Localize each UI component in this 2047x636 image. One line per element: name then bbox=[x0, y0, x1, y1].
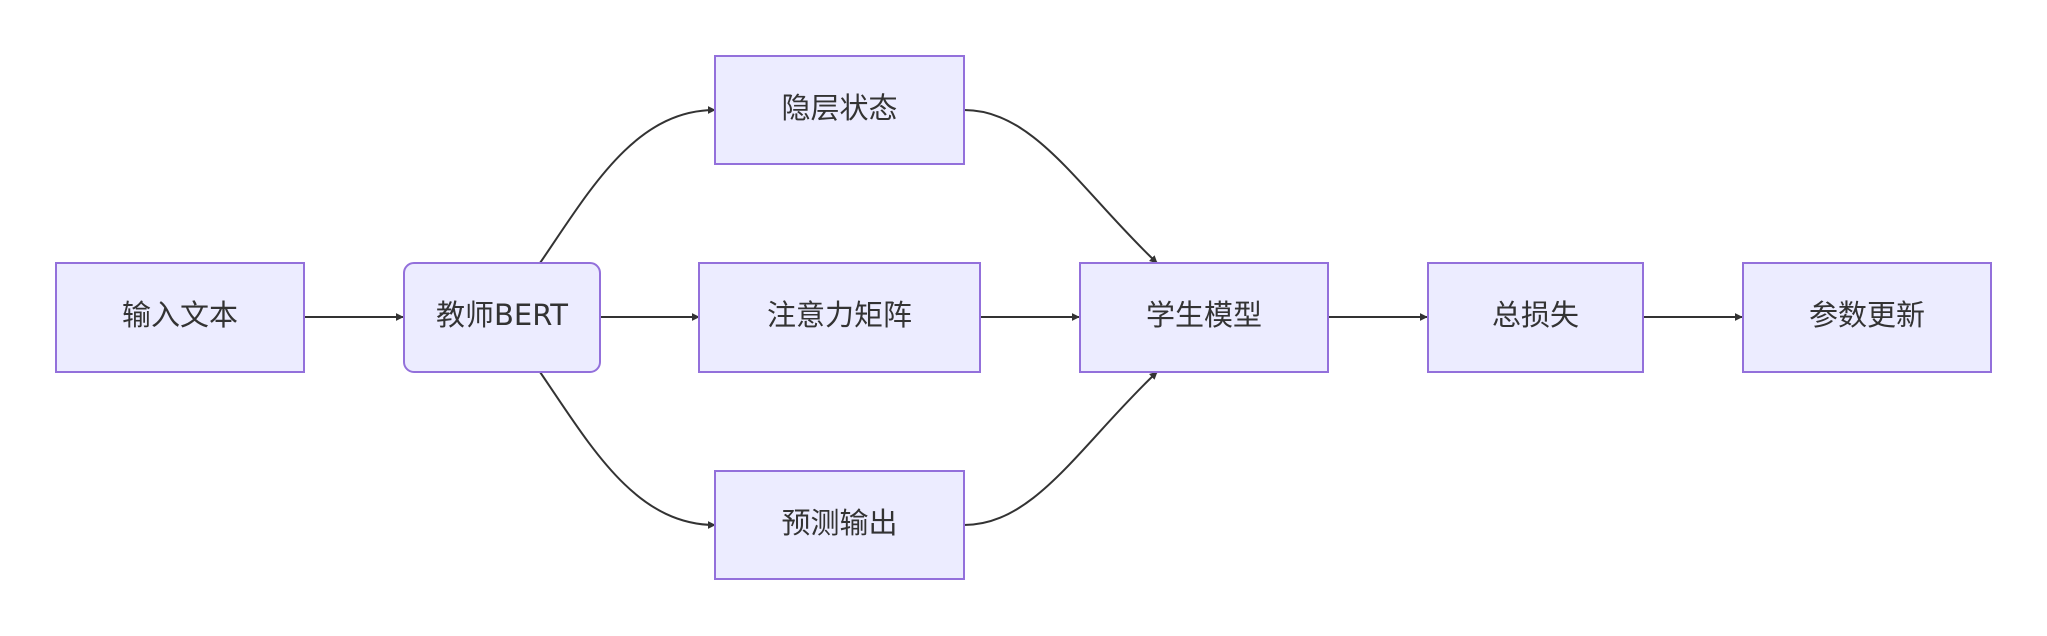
node-label: 参数更新 bbox=[1809, 298, 1925, 332]
edges-layer bbox=[304, 106, 1743, 529]
edge-teacher-hidden bbox=[539, 106, 716, 264]
node-label: 教师BERT bbox=[436, 298, 568, 332]
node-label: 隐层状态 bbox=[781, 91, 897, 125]
node-parameter-update: 参数更新 bbox=[1742, 262, 1992, 373]
node-teacher-bert: 教师BERT bbox=[403, 262, 601, 373]
node-hidden-states: 隐层状态 bbox=[714, 55, 965, 165]
edge-hidden-student bbox=[963, 109, 1158, 264]
edge-teacher-pred bbox=[539, 371, 716, 529]
node-total-loss: 总损失 bbox=[1427, 262, 1644, 373]
node-student-model: 学生模型 bbox=[1079, 262, 1329, 373]
node-label: 输入文本 bbox=[122, 298, 238, 332]
node-label: 总损失 bbox=[1492, 298, 1579, 332]
node-label: 注意力矩阵 bbox=[767, 298, 912, 332]
nodes-layer: 输入文本 教师BERT 隐层状态 注意力矩阵 预测输出 学生模型 总损失 参数 bbox=[55, 55, 1992, 580]
node-label: 预测输出 bbox=[781, 506, 897, 540]
node-input-text: 输入文本 bbox=[55, 262, 305, 373]
node-label: 学生模型 bbox=[1146, 298, 1262, 332]
node-prediction-output: 预测输出 bbox=[714, 470, 965, 580]
edge-pred-student bbox=[963, 371, 1158, 526]
node-attention-matrix: 注意力矩阵 bbox=[698, 262, 981, 373]
